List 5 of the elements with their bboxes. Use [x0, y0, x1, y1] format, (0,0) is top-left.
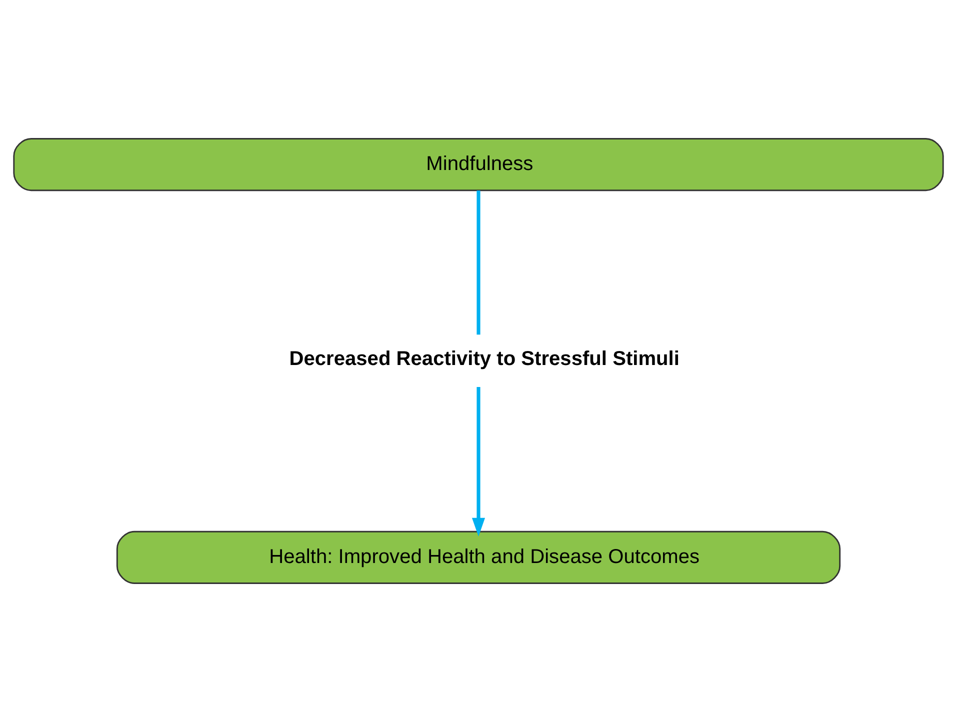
- connector: [476, 190, 480, 334]
- arrow: [472, 386, 486, 536]
- node-text: Decreased Reactivity to Stressful Stimuli: [289, 347, 680, 370]
- node-box: Health: Improved Health and Disease Outcomes: [116, 530, 841, 584]
- node-box: Mindfulness: [13, 138, 944, 191]
